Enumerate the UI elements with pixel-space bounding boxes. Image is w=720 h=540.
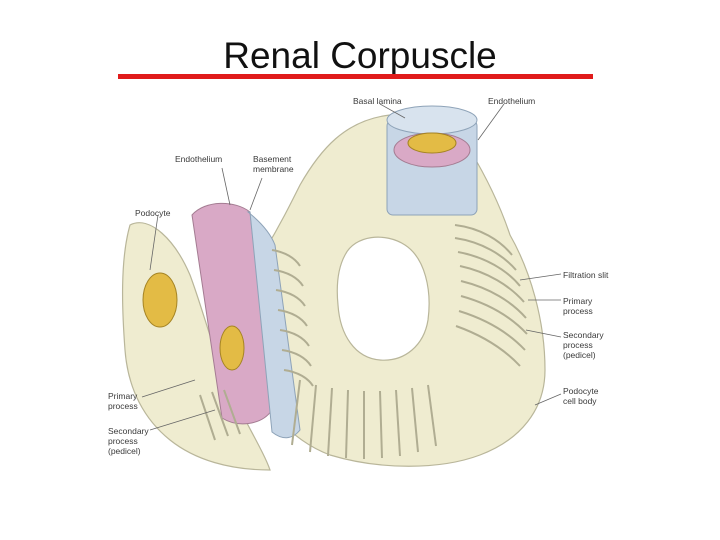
left-capillary-basement-membrane — [246, 211, 301, 439]
label-primary-process-right-line2: process — [563, 306, 593, 316]
label-primary-process-left: Primary process — [108, 391, 138, 411]
label-endothelium-top: Endothelium — [488, 96, 536, 106]
label-primary-process-right: Primary process — [563, 296, 593, 316]
top-capillary-rim — [386, 105, 478, 135]
slide-title: Renal Corpuscle — [223, 35, 497, 76]
label-secondary-process-left-line3: (pedicel) — [108, 446, 141, 456]
left-pedicels — [199, 249, 314, 441]
label-primary-process-left-line2: process — [108, 401, 138, 411]
podocyte-nucleus — [142, 272, 178, 328]
label-secondary-process-right-line2: process — [563, 340, 593, 350]
label-podocyte-cell-body-line2: cell body — [563, 396, 597, 406]
bottom-pedicels — [291, 379, 437, 459]
label-filtration-slit: Filtration slit — [563, 270, 609, 280]
label-basement-membrane-line2: membrane — [253, 164, 294, 174]
right-pedicels — [454, 224, 528, 367]
label-secondary-process-left-line2: process — [108, 436, 138, 446]
central-lumen — [336, 236, 430, 361]
label-basement-membrane-line1: Basement — [253, 154, 292, 164]
leader-lines — [141, 103, 562, 431]
top-endothelial-nucleus — [407, 132, 457, 154]
label-secondary-process-right-line3: (pedicel) — [563, 350, 596, 360]
label-endothelium-left: Endothelium — [175, 154, 223, 164]
title-underline — [118, 74, 593, 79]
label-secondary-process-right-line1: Secondary — [563, 330, 604, 340]
label-podocyte-cell-body-line1: Podocyte — [563, 386, 599, 396]
label-podocyte: Podocyte — [135, 208, 171, 218]
label-secondary-process-left: Secondary process (pedicel) — [108, 426, 149, 456]
endothelial-nucleus-left — [219, 325, 245, 371]
label-basement-membrane: Basement membrane — [253, 154, 294, 174]
label-secondary-process-right: Secondary process (pedicel) — [563, 330, 604, 360]
label-secondary-process-left-line1: Secondary — [108, 426, 149, 436]
label-basal-lamina: Basal lamina — [353, 96, 402, 106]
label-podocyte-cell-body: Podocyte cell body — [563, 386, 598, 406]
label-primary-process-right-line1: Primary — [563, 296, 593, 306]
label-primary-process-left-line1: Primary — [108, 391, 138, 401]
